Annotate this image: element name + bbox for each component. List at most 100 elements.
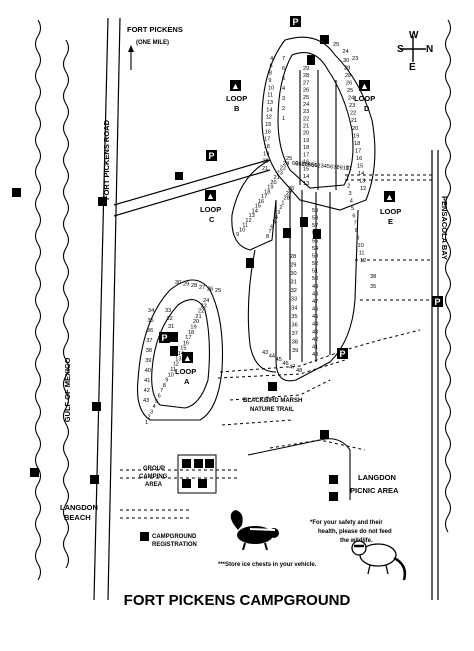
campsite-number: 6 [270, 224, 273, 230]
campsite-number: 28 [191, 283, 197, 289]
campsite-number: 4 [275, 215, 278, 221]
north-arrow-icon [128, 45, 134, 52]
campsite-number: 26 [207, 286, 213, 292]
compass-s: S [397, 44, 404, 55]
campsite-number: 31 [168, 324, 174, 330]
campsite-number: 38 [292, 340, 298, 346]
campsite-number: 23 [277, 170, 283, 176]
campsite-number: 19 [190, 325, 196, 331]
campsite-number: 49 [312, 284, 318, 290]
tent-icon: ▲ [206, 191, 215, 201]
loop-b-label: ▲ LOOP B [226, 80, 247, 113]
campsite-number: 8 [266, 234, 269, 240]
bike-icon [320, 35, 329, 44]
picnic-icon [329, 492, 338, 501]
campsite-number: 22 [303, 116, 309, 122]
campsite-number: 39 [145, 358, 151, 364]
campsite-number: 13 [175, 356, 181, 362]
campsite-number: 48 [312, 291, 318, 297]
campsite-number: 14 [358, 171, 364, 177]
campsite-number: 25 [347, 88, 353, 94]
svg-text:A: A [184, 377, 190, 386]
campsite-number: 46 [282, 361, 288, 367]
campsite-number: 20 [193, 319, 199, 325]
campsite-number: 46 [312, 307, 318, 313]
campsite-number: 45 [276, 357, 282, 363]
campsite-number: 14 [178, 351, 184, 357]
campsite-number: 24 [343, 49, 349, 55]
hiker-icon [92, 402, 101, 411]
campsite-number: 24 [283, 161, 289, 167]
campsite-number: 59 [312, 208, 318, 214]
hiker-icon [98, 197, 107, 206]
parking-icon: P [206, 150, 217, 161]
campsite-number: 6 [330, 165, 333, 171]
campsite-number: 54 [312, 246, 318, 252]
campsite-number: 32 [167, 316, 173, 322]
campsite-number: 1 [346, 176, 349, 182]
campsite-number: 6 [158, 394, 161, 400]
loop-d-label: ▲ LOOP D [354, 80, 375, 113]
campsite-number: 58 [312, 216, 318, 222]
campsite-number: 17 [355, 148, 361, 154]
campsite-number: 24 [348, 96, 354, 102]
campsite-number: 7 [160, 388, 163, 394]
campsite-number: 8 [355, 228, 358, 234]
campsite-number: 60 [292, 161, 298, 167]
campsite-number: 12 [266, 115, 272, 121]
campsite-number: 44 [269, 354, 275, 360]
langdon-beach-label: LANGDON BEACH [60, 503, 98, 522]
campsite-number: 16 [258, 199, 264, 205]
parking-icons: P P P P P [159, 16, 443, 359]
svg-text:P: P [161, 333, 167, 343]
restroom-icon [283, 228, 291, 238]
campsite-number: 56 [312, 231, 318, 237]
campsite-number: 5 [351, 206, 354, 212]
campsite-number: 38 [146, 348, 152, 354]
campsite-number: 57 [312, 223, 318, 229]
svg-text:D: D [364, 104, 370, 113]
campsite-number: 4 [350, 198, 353, 204]
campsite-number: 11 [242, 223, 248, 229]
campsite-number: 7 [354, 221, 357, 227]
campsite-number: 25 [333, 42, 339, 48]
compass-w: W [409, 30, 419, 41]
campsite-number: 23 [303, 109, 309, 115]
campsite-number: 4 [282, 86, 285, 92]
campsite-number: 27 [199, 285, 205, 291]
one-mile-label: (ONE MILE) [136, 40, 169, 46]
campsite-number: 9 [356, 236, 359, 242]
campsite-number: 52 [312, 261, 318, 267]
bay-edge-line [431, 150, 439, 600]
campsite-number: 7 [333, 165, 336, 171]
campsite-number: 65 [308, 163, 314, 169]
campsite-number: 7 [282, 56, 285, 62]
campsite-number: 26 [288, 186, 294, 192]
campsite-number: 18 [264, 189, 270, 195]
campsite-number: 33 [165, 308, 171, 314]
campsite-number: 23 [201, 303, 207, 309]
campsite-number: 19 [353, 133, 359, 139]
restroom-icon [246, 258, 254, 268]
campsite-number: 15 [357, 163, 363, 169]
campsite-number: 45 [312, 314, 318, 320]
svg-text:LANGDON: LANGDON [358, 473, 396, 482]
campsite-number: 18 [264, 144, 270, 150]
campsite-number: 34 [148, 308, 154, 314]
campsite-number: 35 [147, 318, 153, 324]
campsite-number: 17 [303, 152, 309, 158]
tent-icon: ▲ [360, 81, 369, 91]
campsite-number: 40 [145, 368, 151, 374]
svg-text:health, please do not feed: health, please do not feed [318, 529, 392, 535]
campsite-number: 61 [295, 161, 301, 167]
campsite-number: 10 [343, 166, 349, 172]
loop-c-e-roads [231, 159, 359, 382]
campsite-number: 37 [146, 338, 152, 344]
picnic-road [247, 438, 351, 500]
campsite-number: 15 [265, 122, 271, 128]
campsite-number: 8 [337, 165, 340, 171]
campsite-number: 43 [143, 398, 149, 404]
compass: W S N E [397, 30, 433, 73]
campsite-number: 31 [291, 280, 297, 286]
campsite-number: 20 [270, 180, 276, 186]
